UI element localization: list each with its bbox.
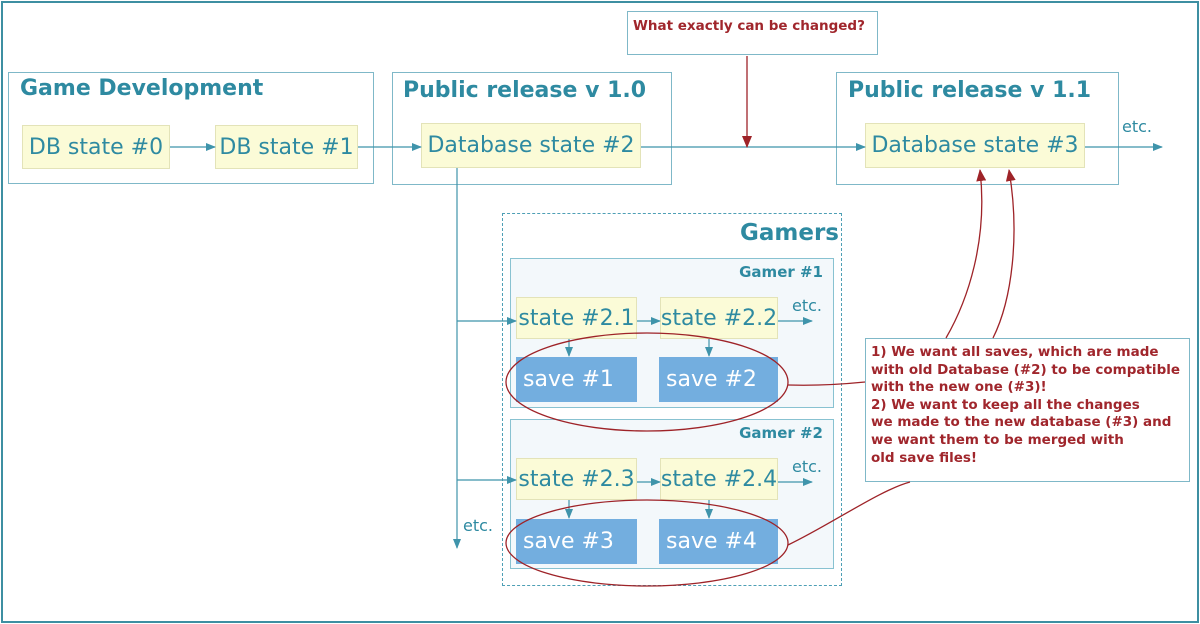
etc-label-release: etc. [1122, 117, 1152, 136]
ellipse-saves-gamer-1 [505, 332, 789, 432]
db-state-0: DB state #0 [22, 125, 170, 169]
question-text: What exactly can be changed? [633, 18, 865, 34]
save-2: save #2 [659, 357, 778, 402]
save-4: save #4 [659, 519, 778, 564]
arrow-note-to-db3-right [992, 169, 1016, 339]
ellipse-saves-gamer-2 [505, 499, 789, 587]
arrow-note-to-db3-left [945, 169, 987, 339]
state-2-4: state #2.4 [660, 458, 778, 500]
note-line-7: old save files! [871, 449, 978, 466]
gamer-2-title: Gamer #2 [739, 424, 823, 442]
state-2-2: state #2.2 [660, 297, 778, 339]
note-line-3: with the new one (#3)! [871, 379, 1047, 396]
question-box: What exactly can be changed? [627, 11, 878, 55]
note-line-4: 2) We want to keep all the changes [871, 396, 1140, 413]
etc-label-gamer-2: etc. [792, 457, 822, 476]
public-release-v1-0-title: Public release v 1.0 [403, 78, 647, 103]
note-line-1: 1) We want all saves, which are made [871, 344, 1159, 360]
requirements-note: 1) We want all saves, which are made wit… [865, 338, 1190, 482]
database-state-3: Database state #3 [865, 123, 1085, 168]
state-2-3: state #2.3 [516, 458, 637, 500]
note-line-5: we made to the new database (#3) and [871, 414, 1172, 431]
connector-ellipse-2-to-note [787, 481, 911, 546]
game-development-title: Game Development [20, 76, 264, 101]
connector-ellipse-1-to-note [787, 381, 866, 386]
public-release-v1-1-title: Public release v 1.1 [848, 78, 1092, 103]
save-1: save #1 [516, 357, 637, 402]
state-2-1: state #2.1 [516, 297, 637, 339]
save-3: save #3 [516, 519, 637, 564]
etc-label-gamer-1: etc. [792, 296, 822, 315]
db-state-1: DB state #1 [215, 125, 358, 169]
gamers-title: Gamers [740, 220, 839, 246]
note-line-6: we want them to be merged with [871, 431, 1124, 448]
gamer-1-title: Gamer #1 [739, 263, 823, 281]
note-line-2: with old Database (#2) to be compatible [871, 361, 1181, 378]
database-state-2: Database state #2 [421, 123, 641, 168]
etc-label-branch: etc. [463, 516, 493, 535]
